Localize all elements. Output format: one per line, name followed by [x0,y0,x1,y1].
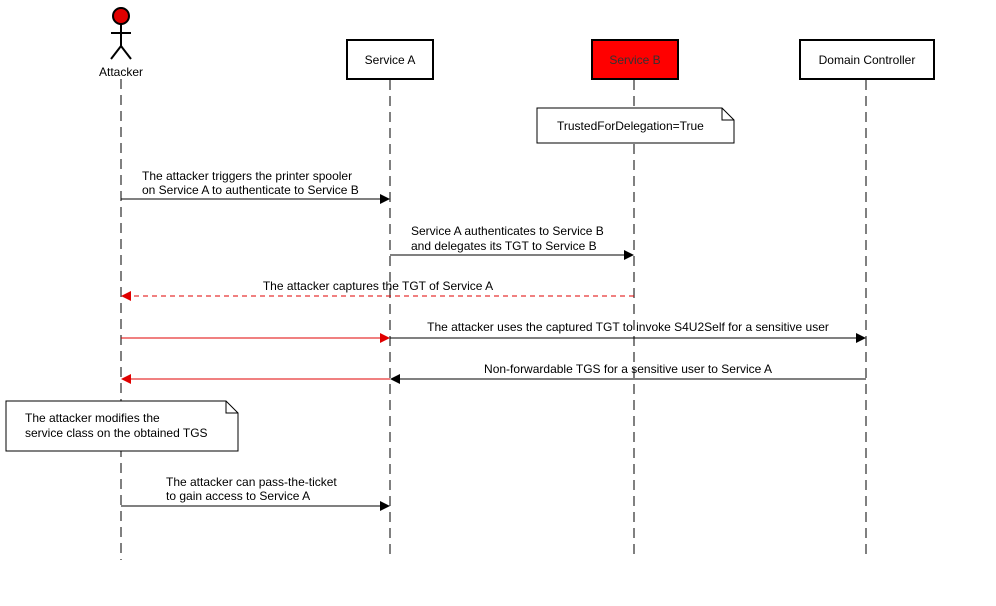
message-3-text: The attacker captures the TGT of Service… [263,279,493,293]
message-5-text: Non-forwardable TGS for a sensitive user… [484,362,772,376]
note-modify-service-class: The attacker modifies the service class … [5,400,239,452]
note-modify-line2: service class on the obtained TGS [25,426,208,440]
attacker-label: Attacker [99,65,143,79]
message-6-line1: The attacker can pass-the-ticket [166,475,337,489]
participant-domain-controller: Domain Controller [799,39,935,80]
message-s4u2self: The attacker uses the captured TGT to in… [121,320,866,343]
participant-service-b: Service B [591,39,679,80]
message-trigger-spooler: The attacker triggers the printer spoole… [121,169,390,204]
message-6-line2: to gain access to Service A [166,489,310,503]
attacker-head-icon [112,7,130,25]
message-capture-tgt: The attacker captures the TGT of Service… [121,279,634,301]
message-non-forwardable-tgs: Non-forwardable TGS for a sensitive user… [121,362,866,384]
message-2-line1: Service A authenticates to Service B [411,224,604,238]
participant-service-a-label: Service A [365,53,416,67]
participant-domain-controller-label: Domain Controller [819,53,916,67]
message-pass-the-ticket: The attacker can pass-the-ticket to gain… [121,475,390,511]
note-modify-line1: The attacker modifies the [25,411,160,425]
attacker-actor: Attacker [99,7,143,79]
message-2-line2: and delegates its TGT to Service B [411,239,597,253]
message-1-line2: on Service A to authenticate to Service … [142,183,359,197]
message-1-line1: The attacker triggers the printer spoole… [142,169,352,183]
message-4-text: The attacker uses the captured TGT to in… [427,320,829,334]
note-trusted-for-delegation: TrustedForDelegation=True [536,107,735,144]
participant-service-a: Service A [346,39,434,80]
note-trusted-text: TrustedForDelegation=True [557,119,704,133]
participant-service-b-label: Service B [609,53,660,67]
message-delegate-tgt: Service A authenticates to Service B and… [390,224,634,260]
